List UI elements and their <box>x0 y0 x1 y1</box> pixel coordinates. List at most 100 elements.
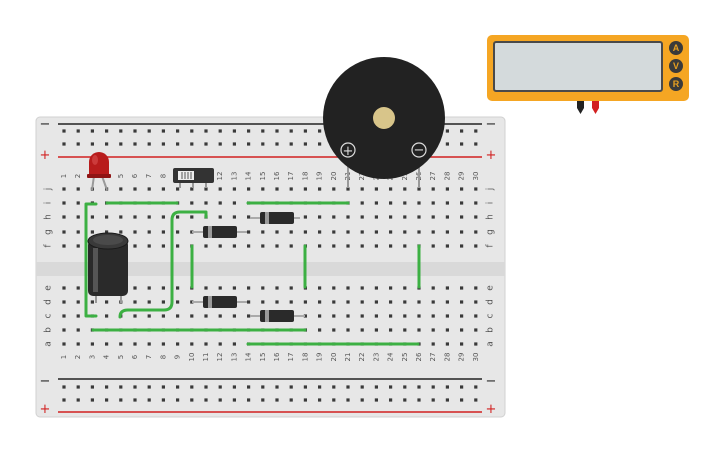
rail-hole[interactable] <box>204 385 208 389</box>
breadboard-hole[interactable] <box>147 342 151 346</box>
rail-hole[interactable] <box>218 398 222 402</box>
breadboard-hole[interactable] <box>204 201 208 205</box>
rail-hole[interactable] <box>261 398 265 402</box>
rail-hole[interactable] <box>176 398 180 402</box>
breadboard-hole[interactable] <box>204 286 208 290</box>
rail-hole[interactable] <box>445 129 449 133</box>
breadboard-hole[interactable] <box>374 286 378 290</box>
rail-hole[interactable] <box>247 142 251 146</box>
breadboard-hole[interactable] <box>119 342 123 346</box>
breadboard-hole[interactable] <box>204 244 208 248</box>
breadboard-hole[interactable] <box>62 328 66 332</box>
breadboard-hole[interactable] <box>133 187 137 191</box>
breadboard-hole[interactable] <box>303 187 307 191</box>
multimeter-mode-a-button[interactable] <box>669 41 683 55</box>
breadboard-hole[interactable] <box>374 244 378 248</box>
rail-hole[interactable] <box>204 398 208 402</box>
piezo-buzzer[interactable]: + − <box>323 57 445 188</box>
breadboard-hole[interactable] <box>474 201 478 205</box>
breadboard-hole[interactable] <box>190 187 194 191</box>
rail-hole[interactable] <box>161 129 165 133</box>
breadboard-hole[interactable] <box>403 215 407 219</box>
rail-hole[interactable] <box>76 385 80 389</box>
diode[interactable] <box>192 226 247 238</box>
breadboard-hole[interactable] <box>403 300 407 304</box>
rail-hole[interactable] <box>105 398 109 402</box>
breadboard-hole[interactable] <box>445 215 449 219</box>
multimeter-mode-v-button[interactable] <box>669 59 683 73</box>
breadboard-hole[interactable] <box>62 187 66 191</box>
rail-hole[interactable] <box>232 398 236 402</box>
breadboard-hole[interactable] <box>147 300 151 304</box>
rail-hole[interactable] <box>318 142 322 146</box>
rail-hole[interactable] <box>261 142 265 146</box>
breadboard-hole[interactable] <box>346 187 350 191</box>
breadboard-hole[interactable] <box>417 215 421 219</box>
breadboard-hole[interactable] <box>76 187 80 191</box>
breadboard-hole[interactable] <box>460 286 464 290</box>
breadboard-hole[interactable] <box>62 230 66 234</box>
rail-hole[interactable] <box>445 385 449 389</box>
rail-hole[interactable] <box>119 385 123 389</box>
breadboard-hole[interactable] <box>389 286 393 290</box>
rail-hole[interactable] <box>76 142 80 146</box>
breadboard-hole[interactable] <box>360 187 364 191</box>
breadboard-hole[interactable] <box>133 342 137 346</box>
breadboard-hole[interactable] <box>318 215 322 219</box>
breadboard-hole[interactable] <box>161 314 165 318</box>
breadboard-hole[interactable] <box>261 300 265 304</box>
breadboard-hole[interactable] <box>218 342 222 346</box>
rail-hole[interactable] <box>275 142 279 146</box>
breadboard-hole[interactable] <box>445 201 449 205</box>
breadboard-hole[interactable] <box>460 244 464 248</box>
breadboard-hole[interactable] <box>62 342 66 346</box>
breadboard-hole[interactable] <box>318 230 322 234</box>
breadboard-hole[interactable] <box>105 215 109 219</box>
rail-hole[interactable] <box>360 398 364 402</box>
breadboard-hole[interactable] <box>275 244 279 248</box>
breadboard-hole[interactable] <box>303 300 307 304</box>
rail-hole[interactable] <box>119 129 123 133</box>
rail-hole[interactable] <box>360 385 364 389</box>
breadboard-hole[interactable] <box>460 300 464 304</box>
breadboard-hole[interactable] <box>360 215 364 219</box>
rail-hole[interactable] <box>190 129 194 133</box>
breadboard-hole[interactable] <box>147 286 151 290</box>
rail-hole[interactable] <box>460 385 464 389</box>
breadboard-hole[interactable] <box>176 187 180 191</box>
rail-hole[interactable] <box>147 385 151 389</box>
breadboard-hole[interactable] <box>403 328 407 332</box>
rail-hole[interactable] <box>417 385 421 389</box>
rail-hole[interactable] <box>119 142 123 146</box>
breadboard-hole[interactable] <box>247 286 251 290</box>
breadboard-hole[interactable] <box>275 230 279 234</box>
breadboard-hole[interactable] <box>417 187 421 191</box>
rail-hole[interactable] <box>303 398 307 402</box>
breadboard-hole[interactable] <box>261 187 265 191</box>
breadboard-hole[interactable] <box>431 314 435 318</box>
breadboard-hole[interactable] <box>332 244 336 248</box>
breadboard-hole[interactable] <box>247 230 251 234</box>
breadboard-hole[interactable] <box>176 230 180 234</box>
breadboard-hole[interactable] <box>232 215 236 219</box>
breadboard-hole[interactable] <box>460 230 464 234</box>
breadboard-hole[interactable] <box>105 342 109 346</box>
rail-hole[interactable] <box>389 398 393 402</box>
breadboard-hole[interactable] <box>431 187 435 191</box>
breadboard-hole[interactable] <box>431 342 435 346</box>
rail-hole[interactable] <box>147 142 151 146</box>
breadboard-hole[interactable] <box>389 244 393 248</box>
breadboard-hole[interactable] <box>460 314 464 318</box>
breadboard-hole[interactable] <box>332 300 336 304</box>
breadboard-hole[interactable] <box>389 215 393 219</box>
breadboard-hole[interactable] <box>232 314 236 318</box>
breadboard-hole[interactable] <box>90 215 94 219</box>
rail-hole[interactable] <box>474 398 478 402</box>
breadboard-hole[interactable] <box>90 342 94 346</box>
breadboard-hole[interactable] <box>218 314 222 318</box>
breadboard-hole[interactable] <box>445 300 449 304</box>
breadboard-hole[interactable] <box>318 300 322 304</box>
breadboard-hole[interactable] <box>389 300 393 304</box>
breadboard-hole[interactable] <box>247 215 251 219</box>
breadboard-hole[interactable] <box>332 314 336 318</box>
